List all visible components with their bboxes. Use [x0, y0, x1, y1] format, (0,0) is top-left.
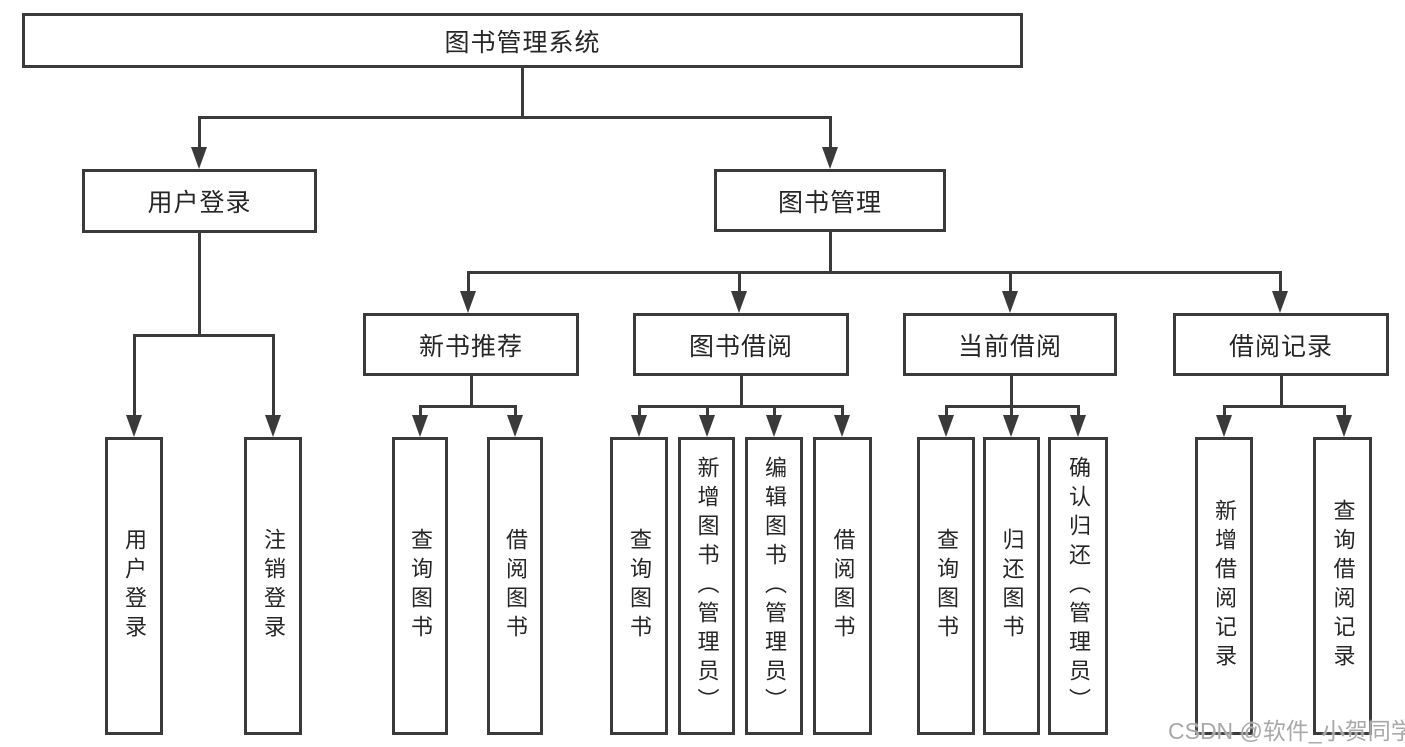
arrow-down-icon: [1070, 415, 1086, 437]
leaf-logout: 注销登录: [244, 437, 302, 735]
connector-line: [945, 405, 948, 417]
arrow-down-icon: [631, 415, 647, 437]
connector-line: [419, 405, 517, 408]
connector-line: [470, 376, 473, 407]
arrow-down-icon: [938, 415, 954, 437]
node-borrowing-records: 借阅记录: [1173, 313, 1389, 376]
node-label: 用户登录: [122, 528, 147, 644]
connector-line: [638, 405, 641, 417]
connector-line: [1280, 376, 1283, 407]
arrow-down-icon: [412, 415, 428, 437]
node-library-management-system: 图书管理系统: [22, 13, 1023, 68]
connector-line: [1223, 405, 1226, 417]
node-label: 新增图书（管理员）: [694, 455, 720, 717]
connector-line: [272, 334, 275, 417]
node-label: 确认归还（管理员）: [1066, 455, 1091, 717]
connector-line: [738, 271, 741, 293]
node-label: 图书借阅: [688, 332, 793, 361]
leaf-query-books: 查询图书: [392, 437, 448, 735]
connector-line: [419, 405, 422, 417]
node-label: 图书管理: [777, 188, 882, 217]
leaf-borrow-books-2: 借阅图书: [813, 437, 872, 735]
arrow-down-icon: [1002, 291, 1018, 313]
leaf-edit-book-admin: 编辑图书（管理员）: [745, 437, 803, 735]
connector-line: [1010, 405, 1013, 417]
connector-line: [1279, 271, 1282, 293]
node-label: 借阅图书: [830, 528, 856, 644]
node-user-login: 用户登录: [82, 169, 317, 233]
arrow-down-icon: [265, 415, 281, 437]
node-label: 用户登录: [147, 189, 252, 217]
connector-line: [829, 116, 832, 149]
node-label: 新书推荐: [418, 332, 523, 361]
node-label: 查询图书: [627, 528, 652, 644]
arrow-down-icon: [699, 415, 715, 437]
node-book-borrowing: 图书借阅: [633, 313, 849, 376]
node-label: 查询借阅记录: [1330, 499, 1356, 673]
leaf-user-login: 用户登录: [105, 437, 163, 735]
node-label: 编辑图书（管理员）: [762, 455, 787, 717]
node-new-book-recommendation: 新书推荐: [363, 313, 579, 376]
arrow-down-icon: [507, 415, 523, 437]
arrow-down-icon: [731, 291, 747, 313]
connector-line: [133, 334, 275, 337]
arrow-down-icon: [460, 291, 476, 313]
connector-line: [1077, 405, 1080, 417]
arrow-down-icon: [1003, 415, 1019, 437]
arrow-down-icon: [822, 147, 838, 169]
node-book-management: 图书管理: [714, 169, 946, 232]
connector-line: [740, 376, 743, 407]
connector-line: [133, 334, 136, 417]
leaf-return-books: 归还图书: [983, 437, 1040, 735]
node-label: 归还图书: [999, 528, 1025, 644]
connector-line: [467, 271, 470, 293]
arrow-down-icon: [191, 147, 207, 169]
leaf-query-books-2: 查询图书: [610, 437, 668, 735]
node-label: 借阅记录: [1228, 332, 1333, 361]
node-label: 查询图书: [408, 528, 433, 644]
arrow-down-icon: [1216, 415, 1232, 437]
csdn-watermark: CSDN @软件_小贺同学: [1168, 718, 1405, 744]
node-label: 当前借阅: [957, 332, 1062, 361]
connector-line: [514, 405, 517, 417]
node-label: 图书管理系统: [444, 28, 601, 57]
connector-line: [706, 405, 709, 417]
connector-line: [198, 116, 201, 149]
connector-line: [1343, 405, 1346, 417]
connector-line: [773, 405, 776, 417]
node-label: 借阅图书: [503, 528, 528, 644]
node-label: 新增借阅记录: [1212, 499, 1237, 673]
node-label: 查询图书: [934, 528, 959, 644]
connector-line: [1010, 376, 1013, 407]
arrow-down-icon: [126, 415, 142, 437]
connector-line: [198, 116, 832, 119]
leaf-add-book-admin: 新增图书（管理员）: [678, 437, 735, 735]
connector-line: [198, 233, 201, 336]
connector-line: [521, 68, 524, 118]
leaf-add-borrow-record: 新增借阅记录: [1195, 437, 1253, 735]
leaf-query-books-3: 查询图书: [917, 437, 975, 735]
arrow-down-icon: [1336, 415, 1352, 437]
connector-line: [638, 405, 844, 408]
node-label: 注销登录: [261, 528, 286, 644]
node-current-borrowing: 当前借阅: [903, 313, 1117, 376]
arrow-down-icon: [834, 415, 850, 437]
connector-line: [829, 232, 832, 273]
leaf-confirm-return-admin: 确认归还（管理员）: [1048, 437, 1108, 735]
connector-line: [1223, 405, 1346, 408]
connector-line: [1009, 271, 1012, 293]
arrow-down-icon: [766, 415, 782, 437]
leaf-borrow-books: 借阅图书: [487, 437, 543, 735]
leaf-query-borrow-record: 查询借阅记录: [1313, 437, 1372, 735]
arrow-down-icon: [1272, 291, 1288, 313]
connector-line: [467, 271, 1282, 274]
connector-line: [841, 405, 844, 417]
